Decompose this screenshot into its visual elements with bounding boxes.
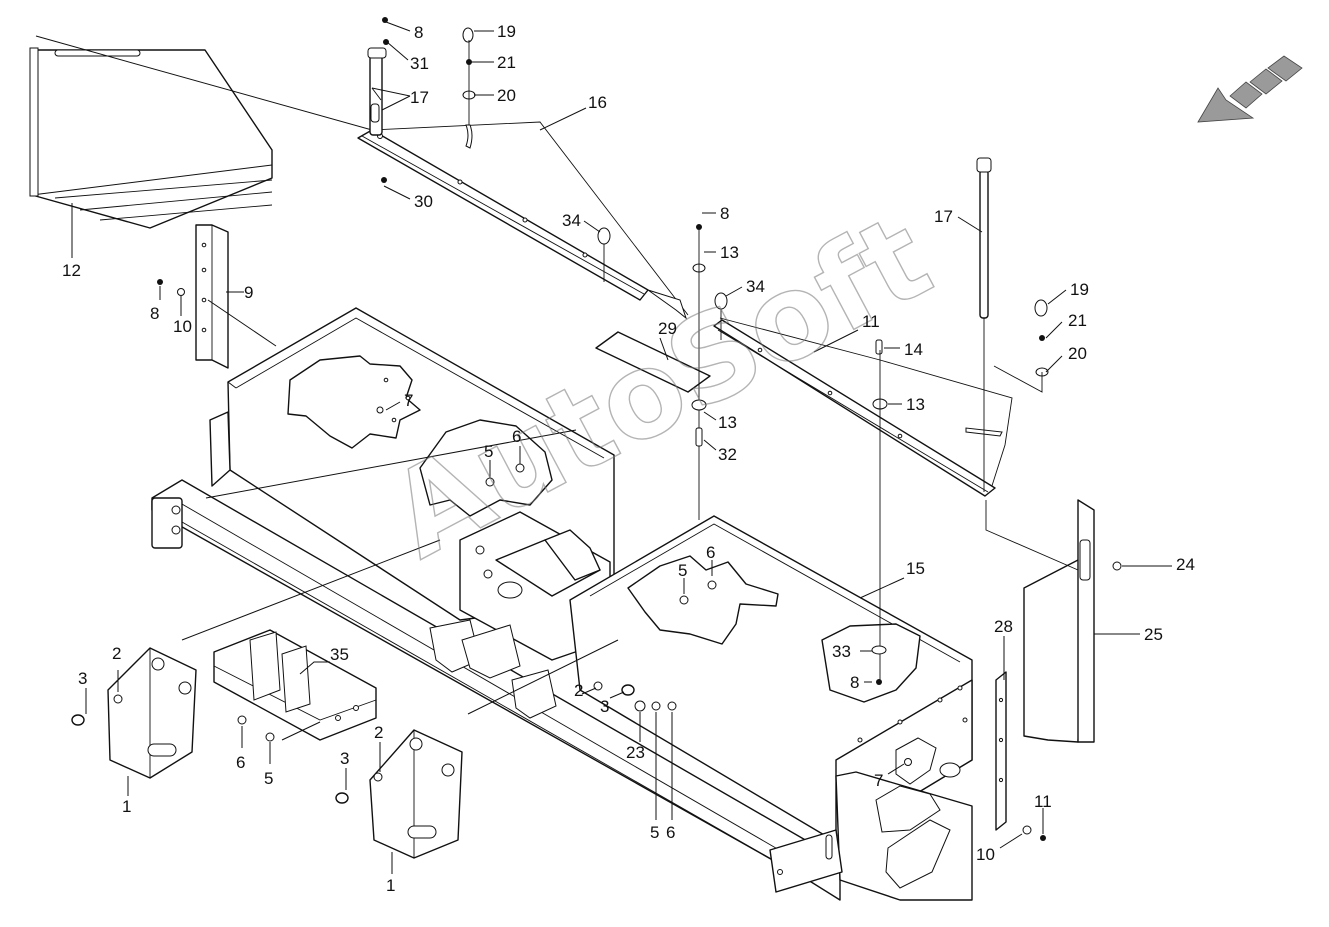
- callout-label: 2: [112, 644, 121, 663]
- callout-labels: 8 31 17 19 21 20 16 30 12 9 8 10 34 8 13…: [62, 22, 1195, 895]
- callout-label: 25: [1144, 625, 1163, 644]
- callout-label: 17: [934, 207, 953, 226]
- callout-label: 8: [850, 673, 859, 692]
- callout-label: 3: [78, 669, 87, 688]
- callout-label: 35: [330, 645, 349, 664]
- callout-label: 10: [173, 317, 192, 336]
- rear-deflector-panel: [29, 47, 273, 229]
- right-end-plate: [835, 737, 973, 901]
- callout-label: 1: [386, 876, 395, 895]
- leader-line: [35, 35, 373, 131]
- callout-label: 6: [706, 543, 715, 562]
- callout-label: 30: [414, 192, 433, 211]
- pin-17-right: [976, 157, 1079, 571]
- callout-label: 32: [718, 445, 737, 464]
- bolt-stack-center: [691, 224, 707, 520]
- center-frame-block: [429, 511, 611, 719]
- callout-label: 19: [1070, 280, 1089, 299]
- callout-label: 7: [404, 391, 413, 410]
- callout-label: 17: [410, 88, 429, 107]
- callout-label: 8: [720, 204, 729, 223]
- plate-29: [595, 331, 711, 393]
- callout-label: 6: [236, 753, 245, 772]
- callout-label: 13: [720, 243, 739, 262]
- deflector-arm-11: [713, 317, 1013, 497]
- callout-label: 5: [484, 442, 493, 461]
- bolt-stack-right: [871, 339, 888, 685]
- callout-label: 6: [512, 427, 521, 446]
- callout-label: 34: [746, 277, 765, 296]
- ring-bolt-hardware-right: [993, 299, 1049, 393]
- callout-label: 2: [574, 681, 583, 700]
- callout-label: 16: [588, 93, 607, 112]
- callout-label: 34: [562, 211, 581, 230]
- fastener-hardware: [71, 17, 1122, 841]
- hitch-frame-35: [213, 629, 377, 741]
- callout-label: 20: [497, 86, 516, 105]
- ring-bolt-hardware-upper: [462, 27, 476, 149]
- callout-label: 21: [1068, 311, 1087, 330]
- ring-bolt-34: [597, 227, 728, 340]
- callout-label: 8: [414, 23, 423, 42]
- callout-label: 10: [976, 845, 995, 864]
- direction-arrow-icon: [1197, 55, 1303, 123]
- hitch-tower-right: [369, 729, 463, 859]
- callout-label: 28: [994, 617, 1013, 636]
- callout-label: 31: [410, 54, 429, 73]
- callout-label: 13: [718, 413, 737, 432]
- deflector-arm-16: [357, 121, 689, 320]
- rear-shield-25: [1023, 499, 1095, 743]
- callout-label: 5: [264, 769, 273, 788]
- callout-label: 11: [1034, 792, 1052, 811]
- pin-17-upper: [367, 47, 387, 136]
- callout-label: 14: [904, 340, 923, 359]
- callout-label: 20: [1068, 344, 1087, 363]
- callout-label: 15: [906, 559, 925, 578]
- bracket-28: [995, 671, 1007, 831]
- callout-label: 1: [122, 797, 131, 816]
- callout-label: 11: [862, 312, 880, 331]
- callout-label: 23: [626, 743, 645, 762]
- callout-label: 7: [874, 771, 883, 790]
- callout-label: 2: [374, 723, 383, 742]
- callout-label: 3: [600, 697, 609, 716]
- callout-label: 13: [906, 395, 925, 414]
- callout-label: 21: [497, 53, 516, 72]
- callout-label: 5: [650, 823, 659, 842]
- callout-label: 12: [62, 261, 81, 280]
- callout-label: 29: [658, 319, 677, 338]
- callout-leaders: [71, 21, 1172, 874]
- callout-label: 5: [678, 561, 687, 580]
- hitch-tower-left: [107, 647, 197, 779]
- callout-label: 8: [150, 304, 159, 323]
- right-mount-bracket: [769, 829, 843, 893]
- callout-label: 19: [497, 22, 516, 41]
- side-bracket-9: [195, 224, 229, 369]
- callout-label: 3: [340, 749, 349, 768]
- callout-label: 9: [244, 283, 253, 302]
- callout-label: 6: [666, 823, 675, 842]
- callout-label: 33: [832, 642, 851, 661]
- callout-label: 24: [1176, 555, 1195, 574]
